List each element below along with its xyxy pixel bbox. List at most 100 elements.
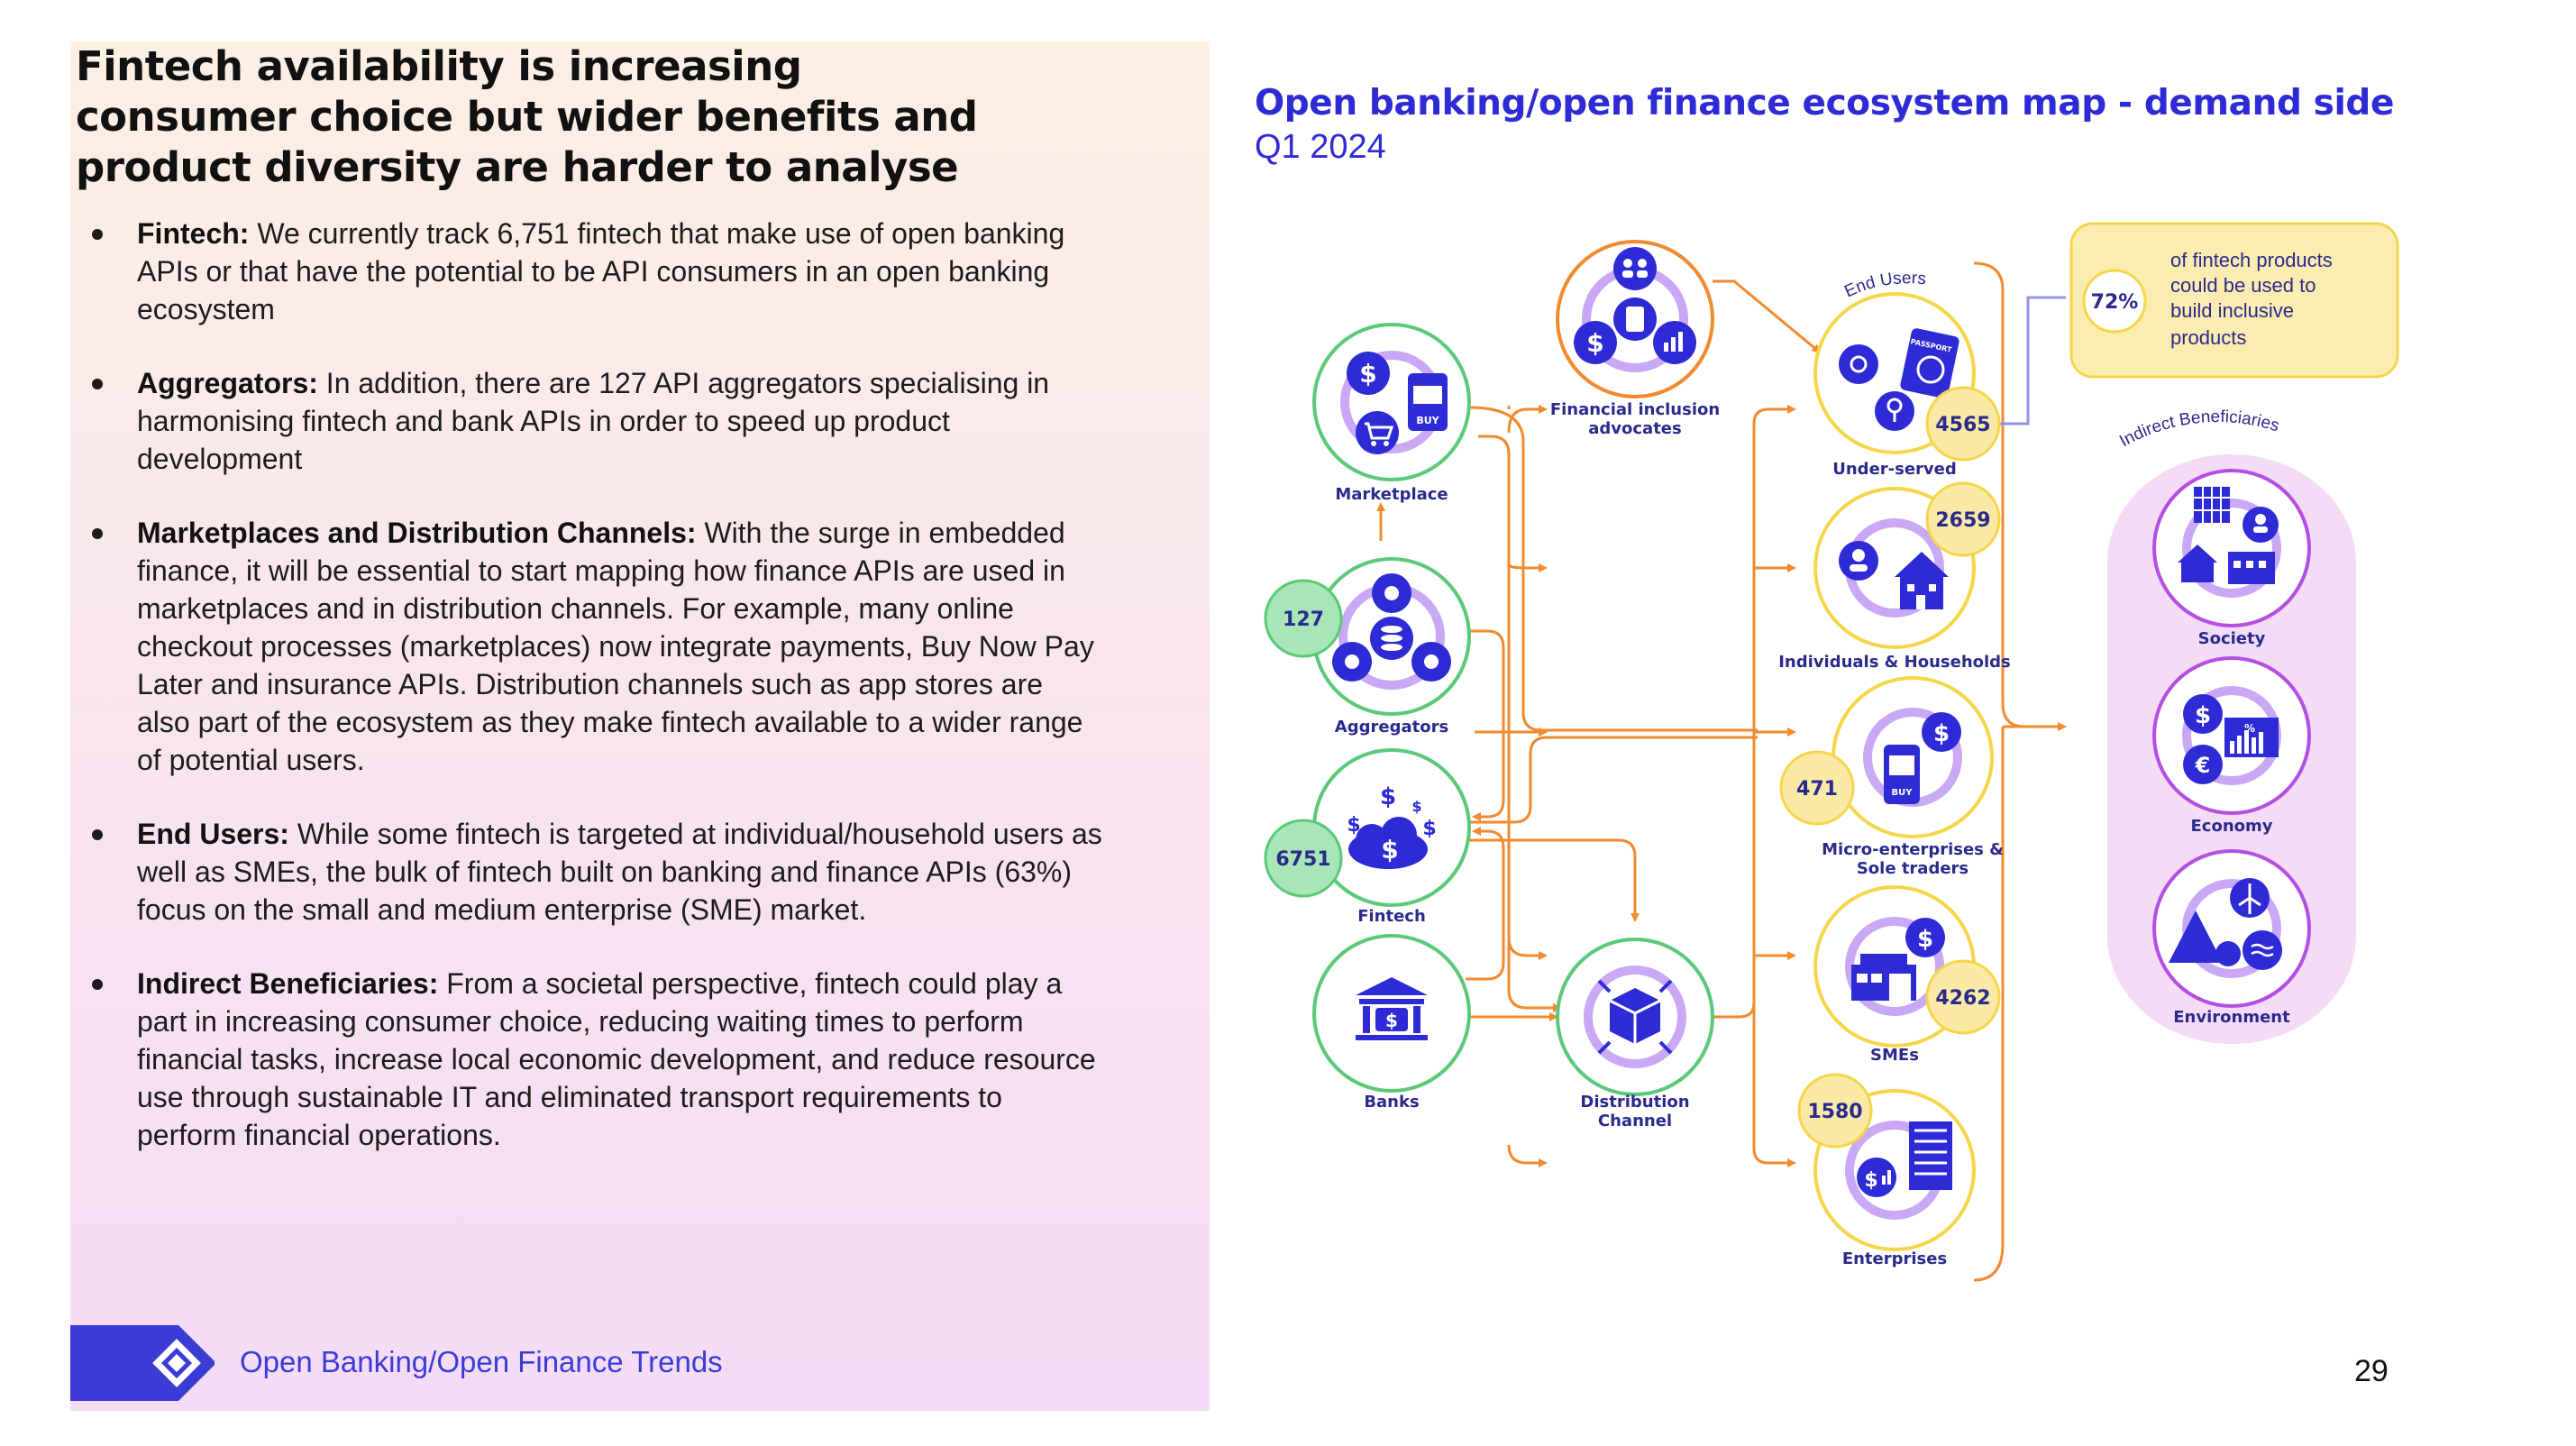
euro-icon: €	[2183, 745, 2223, 784]
indirect-beneficiaries-label: Indirect Beneficiaries	[2116, 407, 2281, 451]
growth-chart-icon: %	[2224, 718, 2279, 757]
callout-percent: 72%	[2091, 291, 2139, 314]
buy-tag: BUY	[1892, 788, 1914, 798]
label-marketplace: Marketplace	[1335, 485, 1448, 504]
house-icon	[1895, 552, 1949, 609]
badge-enterprises: 1580	[1797, 1073, 1873, 1149]
badge-enterprises-value: 1580	[1807, 1101, 1862, 1123]
callout-text-line-4: products	[2170, 326, 2246, 349]
node-distribution: Distribution Channel	[1556, 938, 1714, 1130]
node-economy: $ € % Economy	[2152, 656, 2311, 836]
money-chart-icon: $	[1857, 1158, 1896, 1197]
dollar-icon: $	[1905, 918, 1945, 957]
badge-micro: 471	[1779, 750, 1855, 826]
gear-icon	[1411, 642, 1451, 682]
footer-text: Open Banking/Open Finance Trends	[240, 1345, 723, 1378]
badge-smes: 4262	[1925, 959, 2001, 1035]
svg-text:$: $	[2195, 702, 2211, 729]
badge-fintech-value: 6751	[1275, 848, 1330, 871]
label-economy: Economy	[2190, 817, 2272, 836]
svg-text:$: $	[1359, 359, 1376, 389]
label-micro-1: Micro-enterprises &	[1822, 840, 2004, 859]
svg-text:$: $	[1864, 1169, 1877, 1192]
svg-text:$: $	[1381, 835, 1398, 865]
node-financial-inclusion: $ Financial inclusion advocates	[1550, 240, 1720, 438]
wind-turbine-icon	[2230, 878, 2270, 918]
badge-aggregators-value: 127	[1283, 609, 1324, 631]
callout-text-line-1: of fintech products	[2170, 249, 2333, 271]
label-smes: SMEs	[1870, 1046, 1919, 1065]
svg-text:$: $	[1917, 926, 1933, 953]
bullet-term: Marketplaces and Distribution Channels:	[137, 517, 697, 549]
callout-text-line-3: build inclusive	[2170, 299, 2294, 322]
label-financial-inclusion-1: Financial inclusion	[1550, 400, 1720, 419]
person-icon	[1839, 541, 1878, 581]
badge-fintech: 6751	[1264, 819, 1343, 898]
label-environment: Environment	[2173, 1008, 2290, 1027]
bullet-fintech: Fintech: We currently track 6,751 fintec…	[76, 215, 1103, 328]
bullet-text: We currently track 6,751 fintech that ma…	[137, 217, 1065, 325]
gear-icon	[1372, 573, 1411, 613]
label-distribution-1: Distribution	[1580, 1093, 1689, 1112]
female-icon	[1875, 391, 1914, 431]
solar-panel-icon	[2194, 487, 2230, 523]
bullet-list: Fintech: We currently track 6,751 fintec…	[76, 215, 1103, 1154]
bullet-term: Indirect Beneficiaries:	[137, 967, 439, 1000]
bullet-end-users: End Users: While some fintech is targete…	[76, 815, 1103, 929]
bullet-dot	[92, 829, 103, 840]
house-icon	[2178, 545, 2217, 582]
label-financial-inclusion-2: advocates	[1588, 419, 1681, 438]
page-title: Fintech availability is increasing consu…	[76, 42, 978, 191]
label-banks: Banks	[1364, 1093, 1419, 1112]
gender-icon	[1839, 344, 1878, 384]
bullet-aggregators: Aggregators: In addition, there are 127 …	[76, 364, 1103, 478]
callout-text-line-2: could be used to	[2170, 274, 2316, 297]
bullet-marketplaces: Marketplaces and Distribution Channels: …	[76, 514, 1103, 779]
buy-tag: BUY	[1416, 415, 1439, 426]
mountain-tree-icon	[2169, 911, 2241, 966]
bullet-indirect: Indirect Beneficiaries: From a societal …	[76, 965, 1103, 1154]
bullet-term: Aggregators:	[137, 367, 318, 399]
bullet-term: Fintech:	[137, 217, 250, 250]
dollar-icon: $	[1574, 321, 1617, 364]
svg-text:$: $	[1586, 328, 1603, 358]
bar-chart-icon	[1653, 321, 1696, 364]
svg-text:$: $	[1380, 783, 1396, 810]
node-marketplace: $ BUY Marketplace	[1312, 323, 1471, 504]
label-micro-2: Sole traders	[1857, 859, 1969, 878]
node-micro: $ BUY Micro-enterprises & Sole traders	[1822, 676, 2004, 878]
svg-text:$: $	[1385, 1010, 1398, 1031]
bank-icon: $	[1356, 977, 1428, 1040]
label-underserved: Under-served	[1832, 460, 1957, 479]
node-aggregators: Aggregators	[1312, 557, 1471, 737]
bullet-dot	[92, 528, 103, 539]
svg-text:€: €	[2195, 753, 2211, 778]
indirect-beneficiaries-label-path: Indirect Beneficiaries	[2116, 407, 2281, 451]
node-banks: $ Banks	[1312, 934, 1471, 1112]
label-aggregators: Aggregators	[1335, 718, 1448, 737]
node-society: Society	[2152, 469, 2311, 648]
bullet-text: In addition, there are 127 API aggregato…	[137, 367, 1050, 475]
bullet-text: While some fintech is targeted at indivi…	[137, 818, 1102, 926]
bullet-dot	[92, 979, 103, 990]
svg-text:$: $	[1411, 798, 1421, 815]
label-society: Society	[2198, 629, 2266, 648]
label-enterprises: Enterprises	[1842, 1249, 1947, 1268]
dollar-icon: $	[2183, 694, 2223, 734]
diagram-subtitle: Q1 2024	[1255, 128, 1386, 166]
node-environment: Environment	[2152, 849, 2311, 1027]
water-icon	[2243, 930, 2282, 970]
shop-icon	[1851, 954, 1916, 1001]
badge-micro-value: 471	[1796, 778, 1838, 801]
badge-underserved-value: 4565	[1935, 414, 1990, 436]
badge-underserved: 4565	[1925, 386, 2001, 462]
shopping-cart-icon	[1356, 411, 1399, 454]
label-distribution-2: Channel	[1598, 1112, 1672, 1130]
badge-smes-value: 4262	[1935, 987, 1990, 1010]
node-fintech: $ $ $ $ $ Fintech	[1312, 748, 1471, 926]
badge-individuals: 2659	[1925, 481, 2001, 557]
person-icon	[2243, 507, 2279, 543]
shop-icon	[2228, 552, 2275, 584]
phone-buy-icon: BUY	[1884, 745, 1920, 804]
